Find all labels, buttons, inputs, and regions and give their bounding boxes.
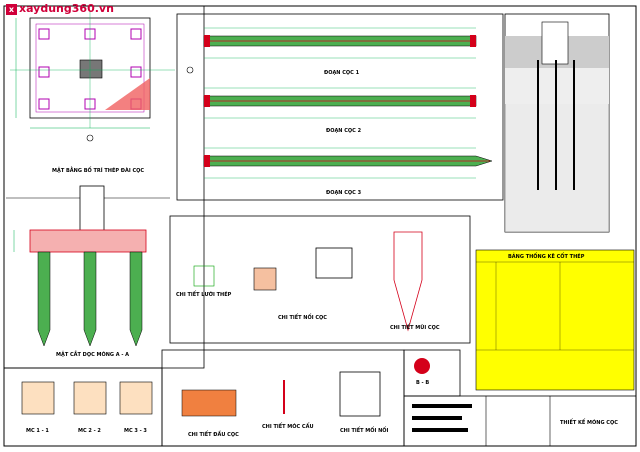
label-plan-pile: MẶT BẰNG BỐ TRÍ THÉP ĐÀI CỌC — [52, 168, 145, 174]
logo-text: xaydung360.vn — [19, 2, 114, 15]
label-steel-mesh: CHI TIẾT LƯỚI THÉP — [176, 292, 232, 298]
label-mc22: MC 2 - 2 — [78, 428, 101, 434]
soil-profile — [504, 13, 610, 233]
label-pile-2: ĐOẠN CỌC 2 — [326, 128, 362, 134]
title-block — [412, 396, 551, 446]
label-mc11: MC 1 - 1 — [26, 428, 49, 434]
label-pile-head: CHI TIẾT ĐẦU CỌC — [188, 432, 239, 438]
pile-segments — [203, 27, 493, 179]
section-aa — [6, 185, 170, 347]
logo-icon: x — [6, 3, 17, 15]
label-title-block: THIẾT KẾ MÓNG CỌC — [560, 420, 618, 426]
label-table-title: BẢNG THỐNG KÊ CỐT THÉP — [508, 254, 585, 260]
label-hook: CHI TIẾT MÓC CẨU — [262, 424, 314, 430]
label-section-aa: MẶT CẮT DỌC MÓNG A - A — [56, 352, 130, 358]
label-pile-3: ĐOẠN CỌC 3 — [326, 190, 362, 196]
pile-cap-plan — [10, 10, 194, 142]
mc-sections — [21, 381, 153, 415]
bottom-details — [181, 371, 381, 417]
label-joint: CHI TIẾT MỐI NỐI — [340, 428, 389, 434]
label-pile-connect: CHI TIẾT NỐI CỌC — [278, 315, 327, 321]
label-pile-1: ĐOẠN CỌC 1 — [324, 70, 360, 76]
label-section-bb: B - B — [416, 380, 430, 386]
rebar-table — [475, 249, 635, 391]
label-mc33: MC 3 - 3 — [124, 428, 147, 434]
detail-drawings — [193, 231, 430, 374]
label-pile-tip: CHI TIẾT MŨI CỌC — [390, 325, 440, 331]
